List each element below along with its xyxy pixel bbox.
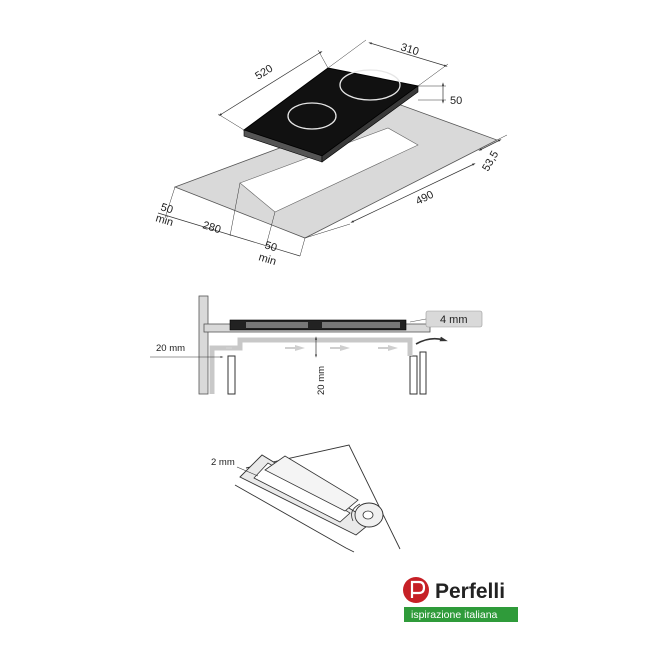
dim-width-label: 310 — [399, 41, 420, 58]
cabinet-door — [419, 351, 427, 395]
dim-cutout-depth-label: 490 — [414, 189, 436, 208]
vertical-label: 20 mm — [316, 366, 327, 395]
dim-line-side-margin — [478, 139, 502, 151]
dim-line-chain — [157, 212, 301, 257]
dim-depth-label: 520 — [253, 63, 275, 83]
seal-thickness-label: 2 mm — [211, 457, 235, 468]
perfelli-logo: Perfelli ispirazione italiana — [403, 577, 518, 622]
ventilation-section: 4 mm 20 mm 20 mm — [150, 295, 483, 395]
dim-line-width — [368, 42, 448, 67]
hob-section — [229, 319, 407, 331]
dim-side-margin-label: 53,5 — [480, 149, 501, 174]
dim-min-front-value: 50 — [263, 239, 278, 254]
seal-strip — [264, 455, 359, 512]
seal-backing-edge — [234, 484, 355, 553]
cabinet-left-side — [227, 355, 236, 395]
seal-detail: 2 mm — [211, 444, 401, 553]
gap-label: 4 mm — [440, 314, 468, 326]
brand-tagline: ispirazione italiana — [411, 609, 498, 621]
seal-thickness-leader — [236, 466, 259, 477]
cabinet-right-side — [409, 355, 418, 395]
dim-line-cutout-depth — [350, 163, 476, 223]
hob-side-edge — [321, 85, 419, 163]
airflow-channel — [209, 337, 413, 394]
dim-min-left-value: 50 — [159, 201, 174, 216]
left-wall — [198, 295, 209, 395]
dim-line-depth — [218, 51, 323, 116]
air-exit-arrow — [415, 336, 448, 345]
cooking-zone-back — [339, 69, 401, 101]
dim-min-front-unit: min — [257, 251, 277, 268]
seal-tape-inner — [253, 462, 351, 523]
dim-height-label: 50 — [450, 95, 462, 107]
hob-cutout-drawing: 520 310 50 53,5 490 50 min 280 50 min — [154, 39, 508, 268]
brand-name: Perfelli — [435, 580, 505, 603]
dim-cutout-width-label: 280 — [201, 219, 222, 236]
dim-min-left-unit: min — [154, 212, 174, 229]
brand-tagline-bar — [404, 607, 518, 622]
airflow-label: 20 mm — [156, 343, 185, 354]
